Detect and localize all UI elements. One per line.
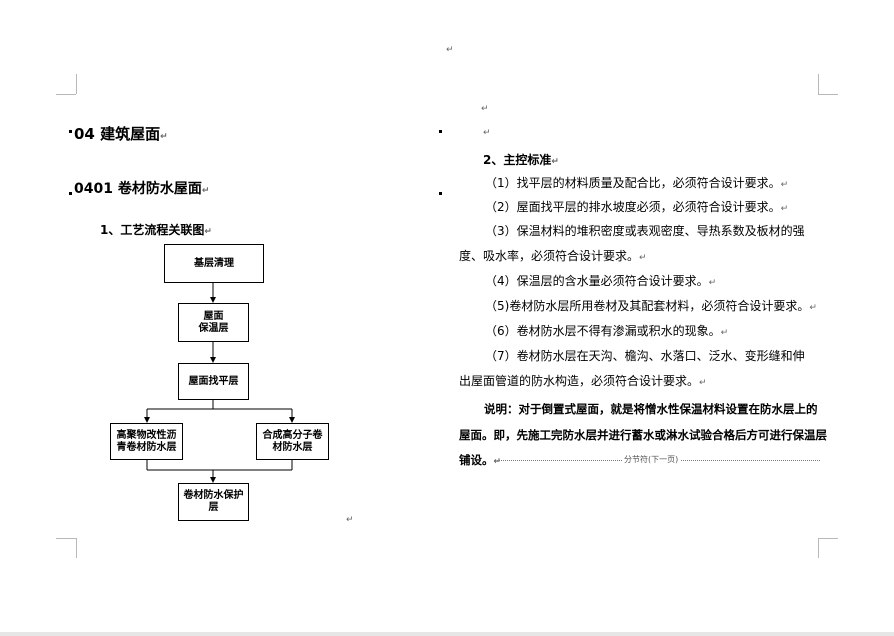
crop-mark-top-left-h xyxy=(56,94,76,95)
flow-step-insulation: 屋面 保温层 xyxy=(178,303,249,342)
control-item-4[interactable]: （4）保温层的含水量必须符合设计要求。↵ xyxy=(485,274,717,288)
section-title[interactable]: 04 建筑屋面↵ xyxy=(74,125,168,143)
crop-mark-bottom-left-h xyxy=(56,538,76,539)
control-item-3-line2[interactable]: 度、吸水率，必须符合设计要求。↵ xyxy=(459,249,647,263)
note-line-2[interactable]: 屋面。即，先施工完防水层并进行蓄水或淋水试验合格后方可进行保温层 xyxy=(459,428,827,442)
note-line-1[interactable]: 说明：对于倒置式屋面，就是将憎水性保温材料设置在防水层上的 xyxy=(484,402,818,416)
flow-step-leveling: 屋面找平层 xyxy=(178,363,249,400)
control-item-5[interactable]: （5)卷材防水层所用卷材及其配套材料，必须符合设计要求。↵ xyxy=(485,299,817,313)
crop-mark-bottom-left-v xyxy=(76,538,77,558)
control-item-7-line2[interactable]: 出屋面管道的防水构造，必须符合设计要求。↵ xyxy=(459,374,707,388)
flow-step-polymer-membrane: 合成高分子卷 材防水层 xyxy=(256,423,329,460)
flow-step-modified-bitumen: 高聚物改性沥 青卷材防水层 xyxy=(110,423,183,460)
subsection-title[interactable]: 0401 卷材防水屋面↵ xyxy=(74,181,210,197)
column-bullet xyxy=(439,192,442,195)
section-break-label: 分节符(下一页) xyxy=(622,454,681,465)
heading-bullet xyxy=(69,192,72,195)
paragraph-mark: ↵ xyxy=(481,104,489,114)
crop-mark-top-right-h xyxy=(818,94,838,95)
control-item-3-line1[interactable]: （3）保温材料的堆积密度或表观密度、导热系数及板材的强 xyxy=(485,224,805,238)
flow-step-base-cleaning: 基层清理 xyxy=(164,244,264,283)
control-heading[interactable]: 2、主控标准↵ xyxy=(483,153,559,167)
note-line-3[interactable]: 铺设。↵ xyxy=(459,453,502,467)
crop-mark-top-right-v xyxy=(818,74,819,94)
column-bullet xyxy=(439,130,442,133)
header-paragraph-mark: ↵ xyxy=(446,45,454,55)
crop-mark-top-left-v xyxy=(76,74,77,94)
crop-mark-bottom-right-h xyxy=(818,538,838,539)
flow-step-protection-layer: 卷材防水保护 层 xyxy=(178,483,249,521)
flow-heading[interactable]: 1、工艺流程关联图↵ xyxy=(100,223,212,237)
control-item-1[interactable]: （1）找平层的材料质量及配合比，必须符合设计要求。↵ xyxy=(485,176,789,190)
heading-bullet xyxy=(69,130,72,133)
crop-mark-bottom-right-v xyxy=(818,538,819,558)
page-bottom-edge xyxy=(0,632,894,636)
control-item-2[interactable]: （2）屋面找平层的排水坡度必须，必须符合设计要求。↵ xyxy=(485,200,789,214)
flowchart-paragraph-mark: ↵ xyxy=(346,515,354,525)
paragraph-mark: ↵ xyxy=(483,128,491,138)
control-item-6[interactable]: （6）卷材防水层不得有渗漏或积水的现象。↵ xyxy=(485,324,729,338)
control-item-7-line1[interactable]: （7）卷材防水层在天沟、檐沟、水落口、泛水、变形缝和伸 xyxy=(485,349,805,363)
